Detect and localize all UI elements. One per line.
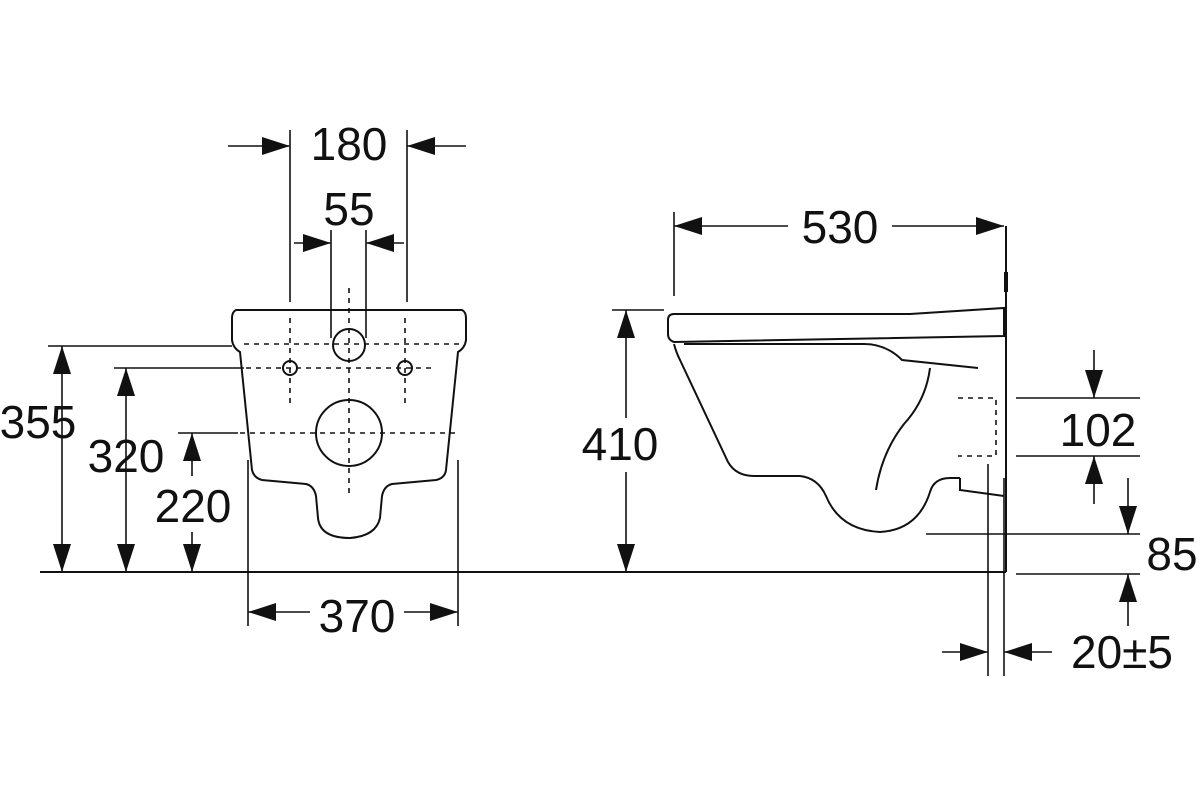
side-seat bbox=[667, 306, 1005, 344]
side-bowl bbox=[673, 343, 960, 534]
dim-320: 320 bbox=[88, 430, 165, 482]
front-outlet-circle bbox=[315, 399, 383, 467]
dim-530: 530 bbox=[802, 201, 879, 253]
dim-220: 220 bbox=[155, 480, 232, 532]
dim-355: 355 bbox=[0, 396, 76, 448]
dim-180: 180 bbox=[311, 118, 388, 170]
dim-55: 55 bbox=[323, 183, 374, 235]
side-view: 530 410 102 85 20±5 bbox=[582, 201, 1198, 678]
dim-20-5: 20±5 bbox=[1071, 626, 1173, 678]
dim-85: 85 bbox=[1146, 528, 1197, 580]
front-bowl-outline bbox=[231, 309, 467, 540]
dim-102: 102 bbox=[1060, 404, 1137, 456]
front-bolt-hole-right bbox=[397, 360, 413, 376]
dim-370: 370 bbox=[319, 590, 396, 642]
front-bolt-hole-left bbox=[282, 360, 298, 376]
dim-410: 410 bbox=[582, 418, 659, 470]
front-view: 180 55 355 320 220 370 bbox=[0, 118, 467, 642]
front-inlet-circle bbox=[332, 328, 366, 362]
